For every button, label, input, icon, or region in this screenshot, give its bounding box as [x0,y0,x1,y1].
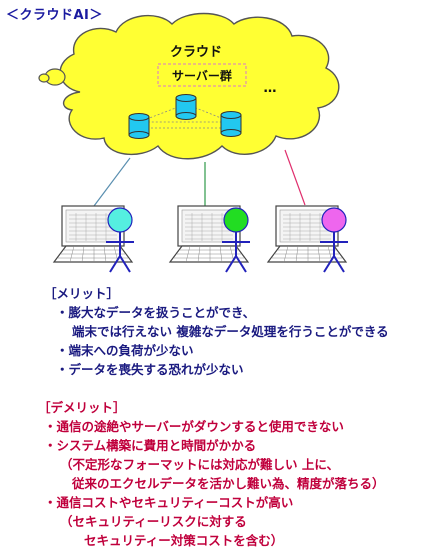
demerit-line: （セキュリティーリスクに対する [60,514,247,529]
merit-line: ・データを喪失する恐れが少ない [56,362,244,377]
terminal-left [52,205,134,273]
cloud-label: クラウド [170,45,222,60]
server-ellipsis: … [264,81,277,96]
server-group-label: サーバー群 [172,68,232,83]
server-cylinder-right [220,111,242,137]
server-cylinder-top [175,94,197,120]
demerit-line: ・通信コストやセキュリティーコストが高い [44,495,294,510]
user-figure-right [320,207,348,273]
cloud-puff-small [38,73,50,83]
demerit-line: ・システム構築に費用と時間がかかる [44,438,257,453]
merit-heading: ［メリット］ [44,286,120,301]
demerit-heading: ［デメリット］ [38,400,126,415]
diagram-title: ＜クラウドAI＞ [6,8,103,23]
demerit-line: 従来のエクセルデータを活かし難い為、精度が落ちる） [72,476,385,491]
demerit-line: ・通信の途絶やサーバーがダウンすると使用できない [44,419,344,434]
terminal-right [266,205,348,273]
server-network-lines [138,103,232,123]
demerit-line: セキュリティー対策コストを含む） [84,533,284,548]
user-figure-center [222,207,250,273]
merit-line: ・膨大なデータを扱うことができ、 [56,305,256,320]
merit-line: 端末では行えない 複雑なデータ処理を行うことができる [72,324,389,339]
terminal-center [168,205,250,273]
server-cylinder-left [128,113,150,139]
user-figure-left [106,207,134,273]
cloud-diagram: クラウド サーバー群 … [38,12,348,273]
merit-line: ・端末への負荷が少ない [56,343,194,358]
demerit-line: （不定形なフォーマットには対応が難しい 上に、 [60,457,339,472]
connection-line-right [284,149,306,206]
